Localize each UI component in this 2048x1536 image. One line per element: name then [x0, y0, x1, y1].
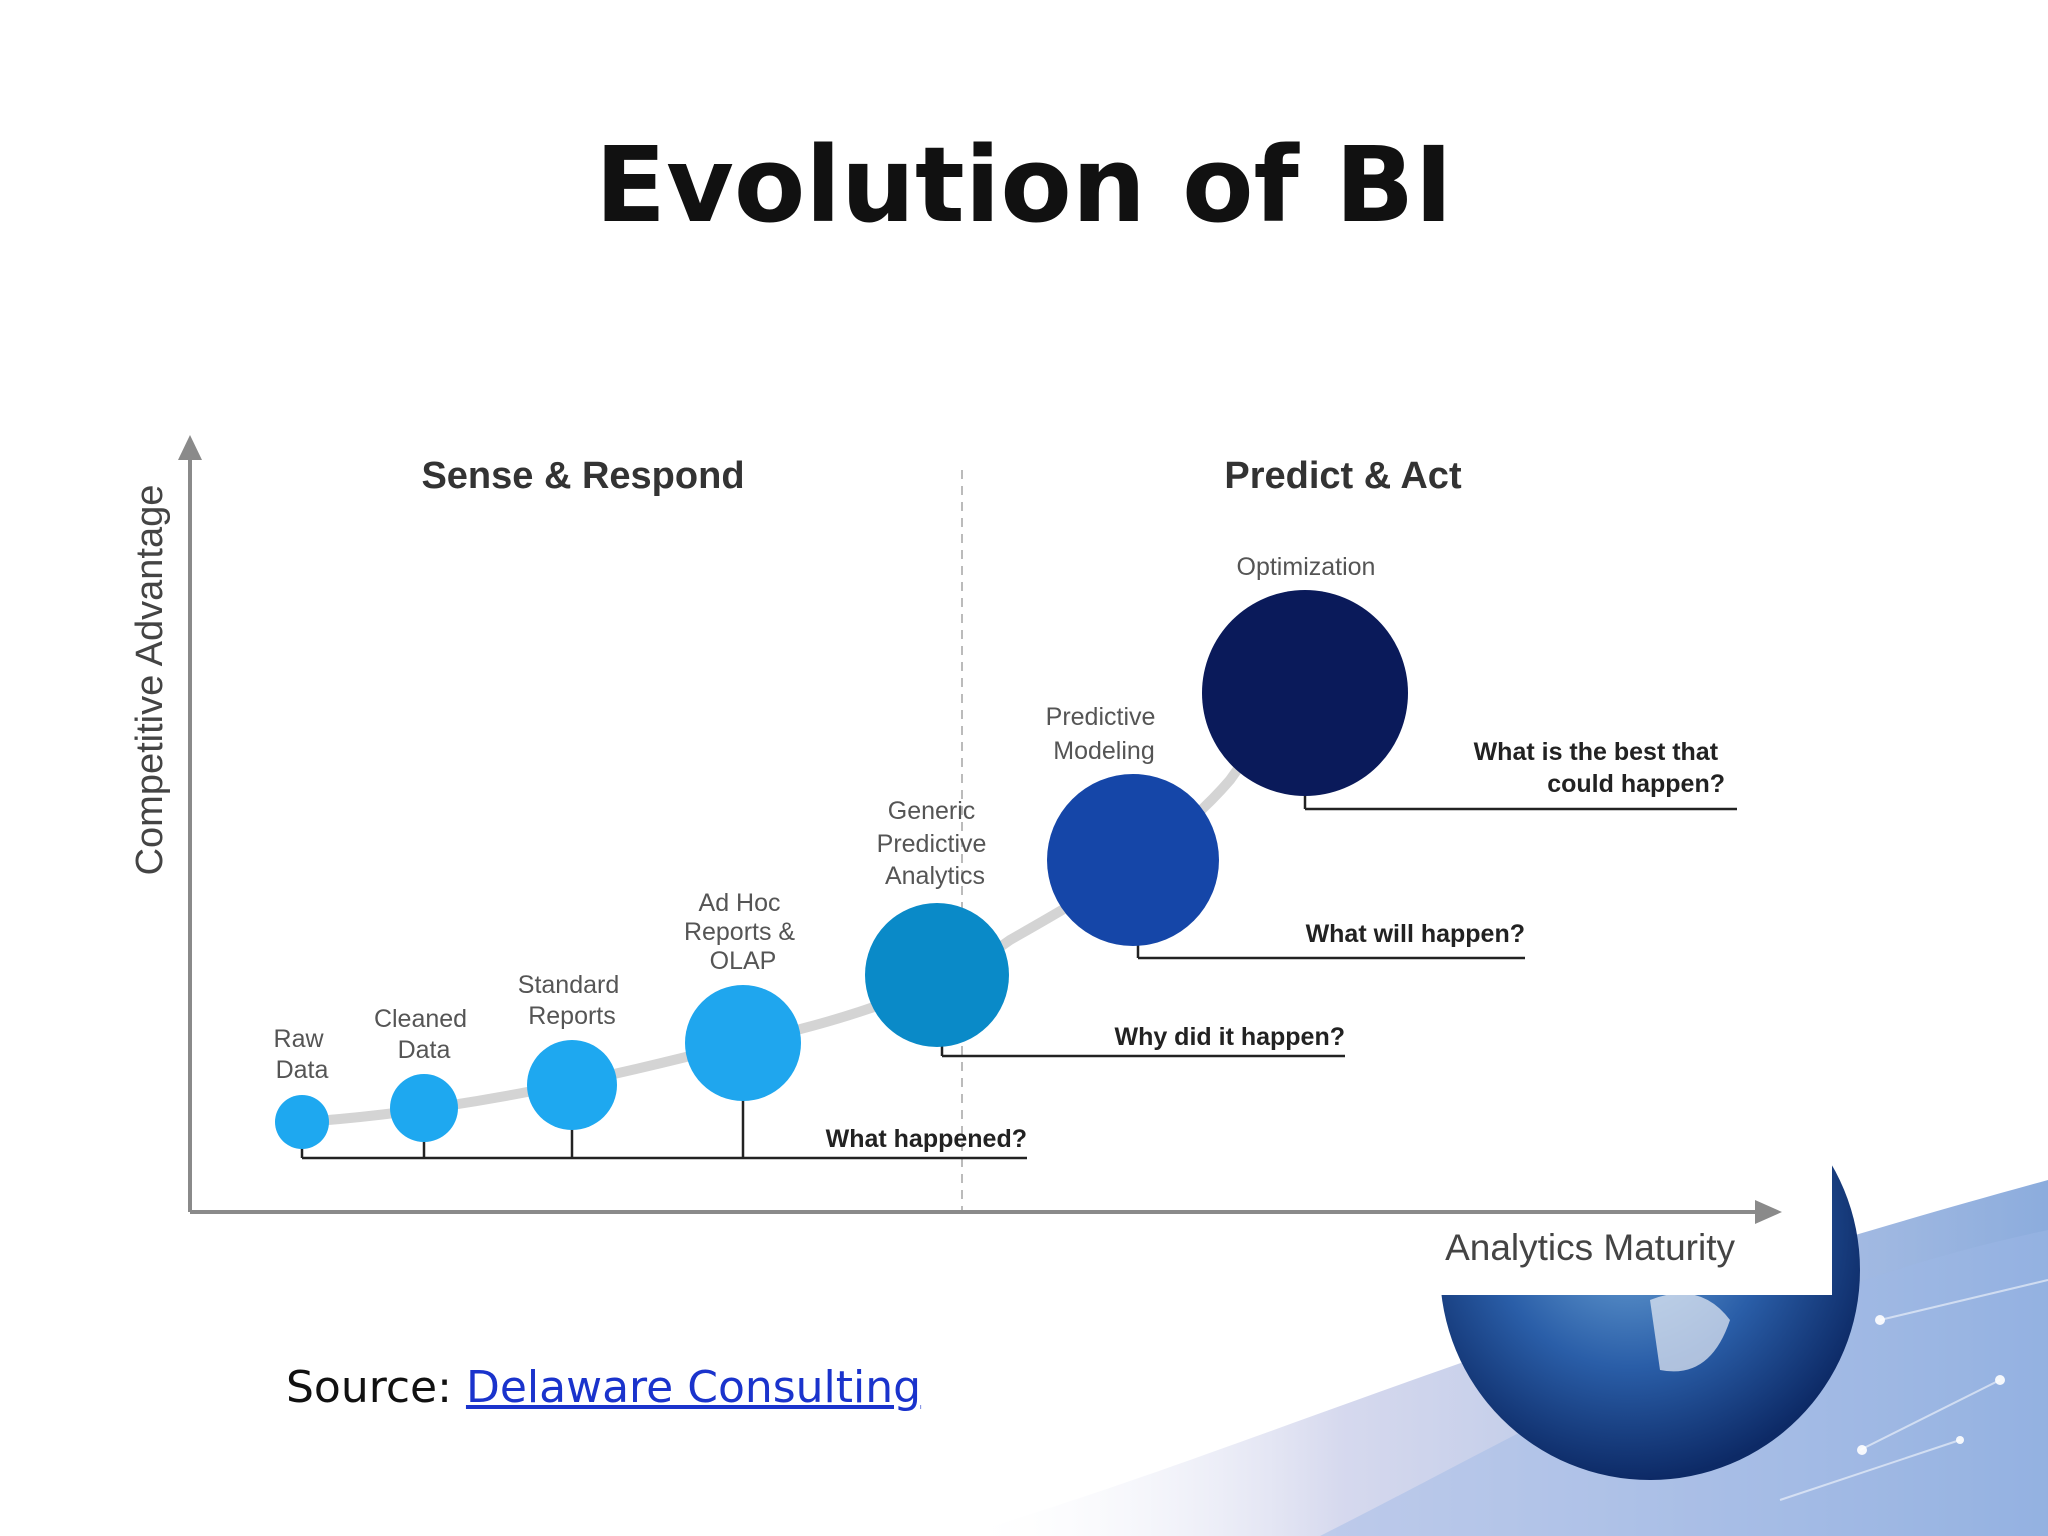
stage-circle-optimization [1202, 590, 1408, 796]
stage-circle-standard-reports [527, 1040, 617, 1130]
y-axis-arrowhead [178, 435, 202, 460]
question-what-happened: What happened? [826, 1125, 1027, 1153]
x-axis-arrowhead [1755, 1200, 1782, 1224]
stage-label-generic-predictive-analytics: Generic Predictive Analytics [877, 797, 994, 890]
stage-label-cleaned-data: Cleaned Data [374, 1005, 474, 1064]
stage-circle-raw-data [275, 1095, 329, 1149]
stage-circle-predictive-modeling [1047, 774, 1219, 946]
stage-label-standard-reports: Standard Reports [518, 971, 626, 1030]
stage-label-ad-hoc-reports-olap: Ad Hoc Reports & OLAP [684, 889, 802, 975]
phase-heading-sense-respond: Sense & Respond [421, 455, 744, 497]
slide-title: Evolution of BI [595, 124, 1453, 246]
source-link[interactable]: Delaware Consulting [465, 1362, 922, 1413]
stage-circle-generic-predictive-analytics [865, 903, 1009, 1047]
source-citation: Source: Delaware Consulting [286, 1362, 921, 1413]
stage-label-predictive-modeling: Predictive Modeling [1046, 703, 1163, 765]
question-best-that-could-happen: What is the best that could happen? [1474, 738, 1725, 798]
stage-label-raw-data: Raw Data [274, 1025, 331, 1084]
stage-label-optimization: Optimization [1237, 553, 1376, 581]
phase-heading-predict-act: Predict & Act [1224, 455, 1462, 497]
x-axis-label: Analytics Maturity [1445, 1227, 1735, 1268]
question-why-did-it-happen: Why did it happen? [1114, 1023, 1345, 1051]
question-what-will-happen: What will happen? [1306, 920, 1525, 948]
stage-circle-ad-hoc-reports-olap [685, 985, 801, 1101]
y-axis-label: Competitive Advantage [129, 485, 171, 876]
stage-circle-cleaned-data [390, 1074, 458, 1142]
source-prefix: Source: [286, 1362, 452, 1413]
